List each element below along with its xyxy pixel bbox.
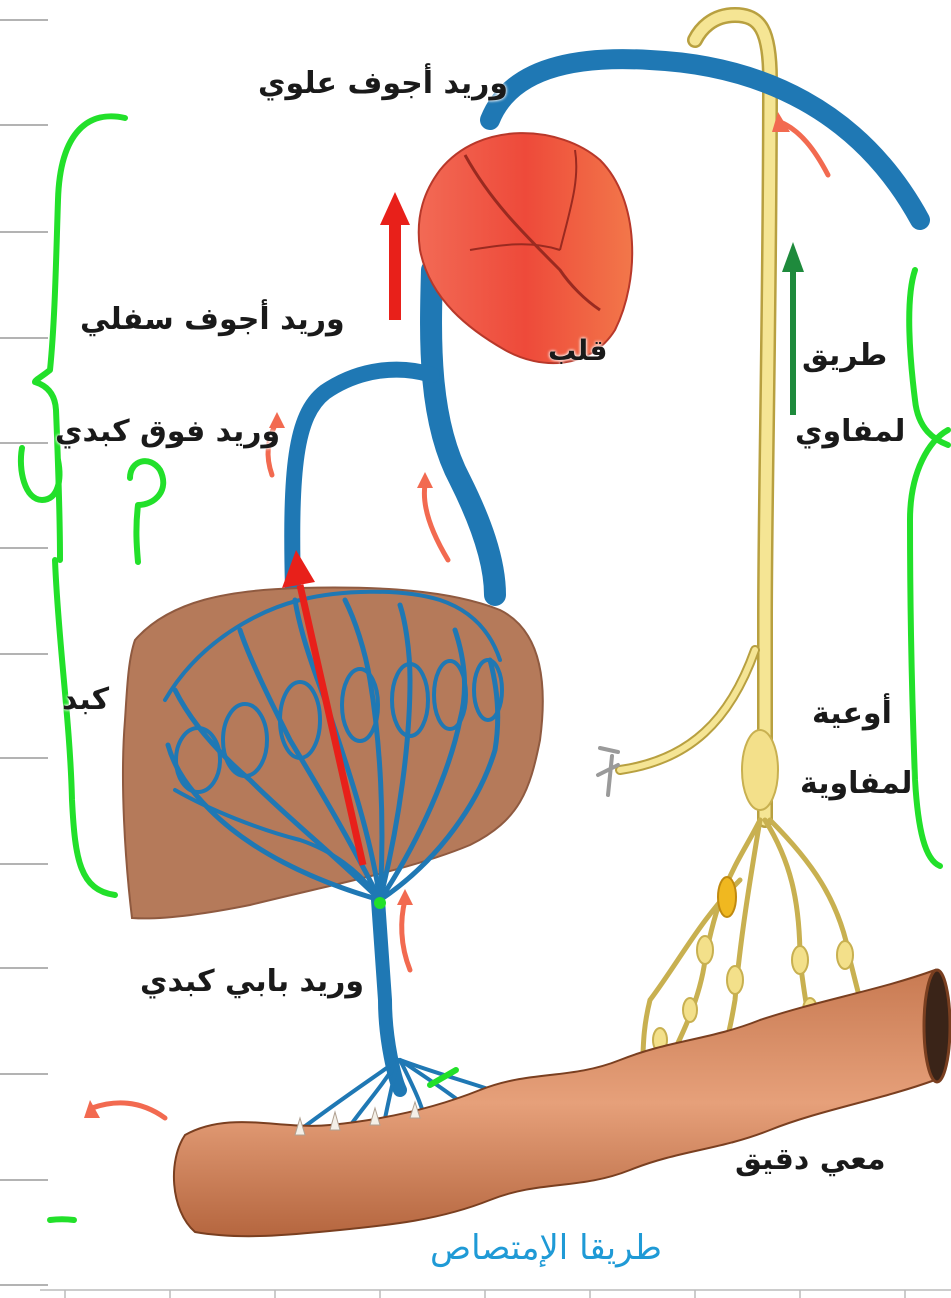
lymphatic-vessel [598, 15, 870, 1100]
annotation-dot [374, 897, 386, 909]
ruled-lines [0, 20, 48, 1285]
red-arrow-up-large [380, 192, 410, 320]
curved-arrow-3 [424, 485, 448, 560]
label-lymph-route-line1: طريق [802, 338, 887, 373]
label-heart: قلب [548, 334, 607, 367]
bottom-ruler-ticks [40, 1290, 951, 1298]
label-inferior-vena-cava: وريد أجوف سفلي [80, 302, 345, 337]
label-hepatic-portal-vein: وريد بابي كبدي [140, 964, 364, 999]
curved-arrow-5 [92, 1103, 165, 1118]
diagram-title: طريقا الإمتصاص [430, 1228, 662, 1268]
label-liver: كبد [62, 682, 109, 717]
label-small-intestine: معي دقيق [735, 1142, 886, 1177]
label-lymph-route-line2: لمفاوي [795, 414, 905, 449]
small-intestine [174, 970, 950, 1236]
heart [419, 133, 633, 363]
liver [123, 588, 543, 919]
label-superior-vena-cava: وريد أجوف علوي [258, 66, 508, 101]
curved-arrow-4 [402, 900, 410, 970]
green-arrow-up [782, 242, 804, 415]
label-lymph-vessels-line2: لمفاوية [800, 766, 912, 801]
label-lymph-vessels-line1: أوعية [812, 696, 892, 731]
label-hepatic-vein: وريد فوق كبدي [55, 414, 280, 449]
